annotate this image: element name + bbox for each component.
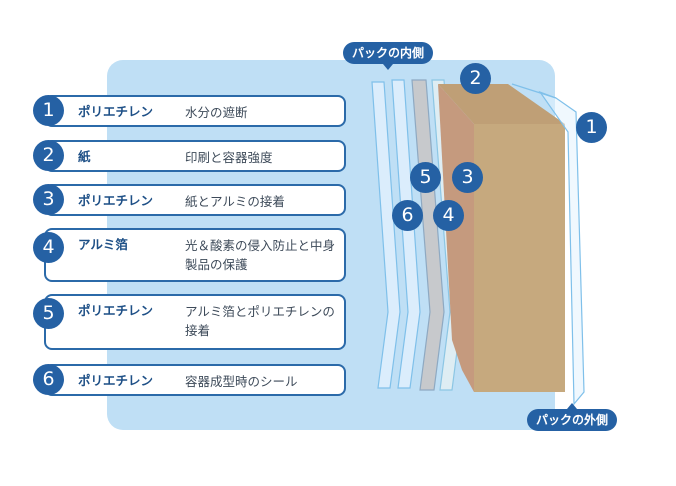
- layer-number-badge: 4: [33, 232, 64, 263]
- layer-number-badge: 6: [33, 364, 64, 395]
- layer-4-aluminium-sheet: [411, 79, 445, 391]
- layer-row-5: 5 ポリエチレン アルミ箔とポリエチレンの接着: [33, 294, 346, 350]
- diagram-marker-1: 1: [576, 112, 607, 143]
- layer-function: 印刷と容器強度: [185, 150, 273, 165]
- layer-1-edge: [511, 83, 557, 99]
- layer-material: ポリエチレン: [78, 373, 154, 388]
- diagram-marker-3: 3: [452, 162, 483, 193]
- pack-inside-pointer: [383, 64, 393, 70]
- layer-function: 水分の遮断: [185, 105, 248, 120]
- layer-material: 紙: [78, 149, 91, 164]
- layer-function: 容器成型時のシール: [185, 374, 298, 389]
- paper-box-front: [474, 124, 565, 392]
- paper-box-side: [438, 84, 474, 392]
- layer-material: ポリエチレン: [78, 104, 154, 119]
- layer-row-3: 3 ポリエチレン 紙とアルミの接着: [33, 184, 346, 216]
- pack-outside-pointer: [567, 403, 577, 409]
- paper-box-top: [438, 84, 565, 124]
- layer-material: ポリエチレン: [78, 193, 154, 208]
- layer-number-badge: 5: [33, 298, 64, 329]
- pack-inside-label: パックの内側: [343, 42, 434, 70]
- diagram-marker-5: 5: [410, 162, 441, 193]
- layer-number-badge: 2: [33, 140, 64, 171]
- layer-row-1: 1 ポリエチレン 水分の遮断: [33, 95, 346, 127]
- layer-function: 光＆酸素の侵入防止と中身製品の保護: [185, 238, 336, 272]
- layer-row-2: 2 紙 印刷と容器強度: [33, 140, 346, 172]
- diagram-marker-4: 4: [433, 200, 464, 231]
- pack-inside-text: パックの内側: [352, 46, 425, 60]
- layer-function: アルミ箔とポリエチレンの接着: [185, 304, 335, 338]
- pack-outside-label: パックの外側: [527, 403, 618, 431]
- layer-function: 紙とアルミの接着: [185, 194, 285, 209]
- layer-row-6: 6 ポリエチレン 容器成型時のシール: [33, 364, 346, 396]
- layer-number-badge: 1: [33, 95, 64, 126]
- layer-5-sheet: [391, 79, 421, 389]
- layer-number-badge: 3: [33, 184, 64, 215]
- pack-outside-text: パックの外側: [536, 413, 609, 427]
- layer-material: アルミ箔: [78, 237, 128, 252]
- layer-6-sheet: [371, 81, 401, 389]
- layer-row-4: 4 アルミ箔 光＆酸素の侵入防止と中身製品の保護: [33, 228, 346, 282]
- diagram-marker-6: 6: [392, 200, 423, 231]
- layer-material: ポリエチレン: [78, 303, 154, 318]
- diagram-marker-2: 2: [460, 63, 491, 94]
